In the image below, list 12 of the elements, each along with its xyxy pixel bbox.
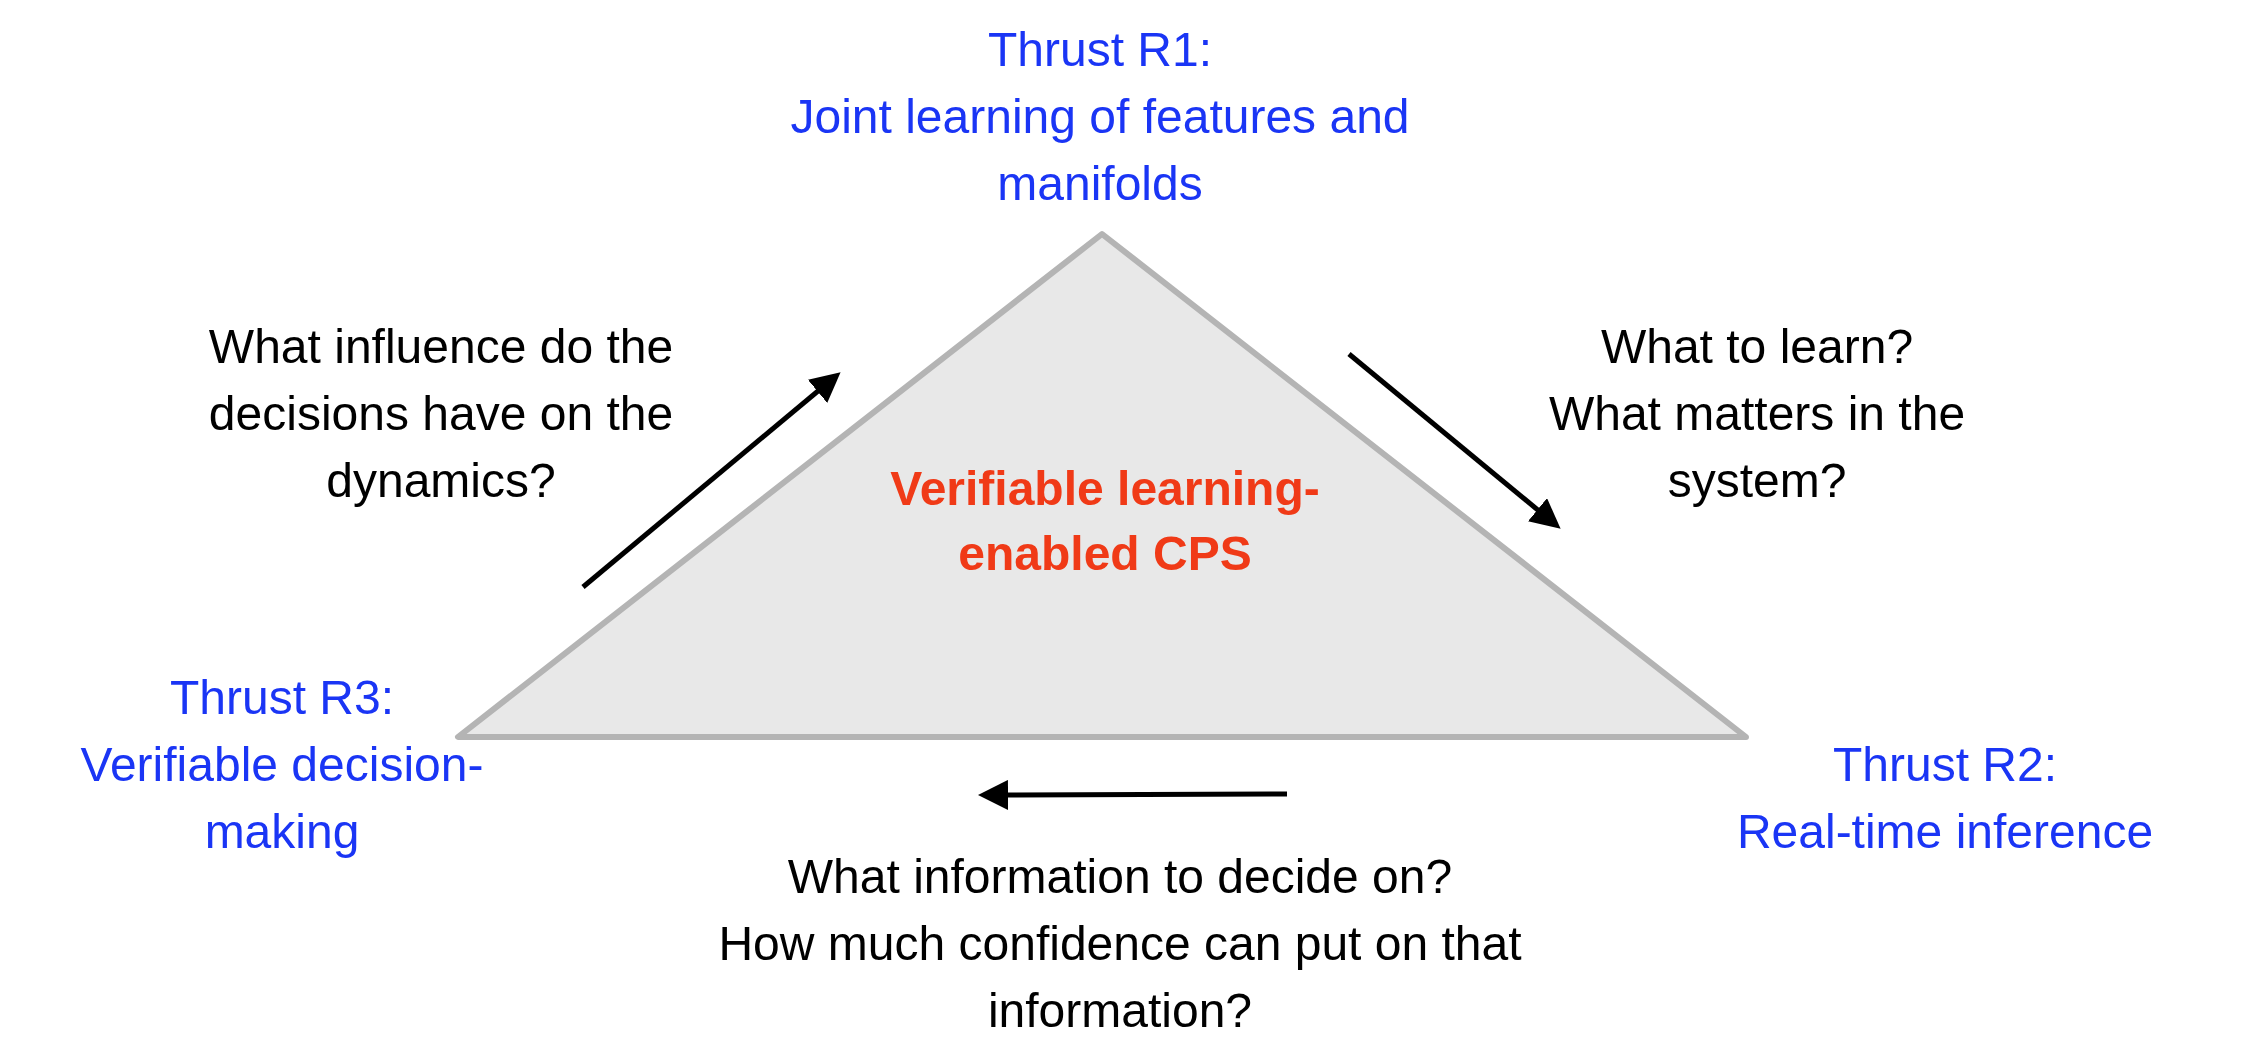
thrust-description: Real-time inference <box>1735 804 2155 860</box>
question-text: What information to decide on? <box>786 849 1454 905</box>
thrust-heading: Thrust R3: <box>168 670 396 726</box>
question-text: What to learn? <box>1599 319 1915 375</box>
thrust-heading: Thrust R1: <box>986 22 1214 78</box>
question-text: How much confidence can put on that information? <box>717 916 1523 1038</box>
thrust-description: Joint learning of features and manifolds <box>789 89 1411 212</box>
question-text: What influence do the decisions have on the dynamics? <box>207 319 675 509</box>
thrust-heading: Thrust R2: <box>1831 737 2059 793</box>
thrust-description: Verifiable decision-making <box>79 737 485 860</box>
node-label: Verifiable learning-enabled CPS <box>889 461 1321 582</box>
question-text: What matters in the system? <box>1547 386 1967 509</box>
